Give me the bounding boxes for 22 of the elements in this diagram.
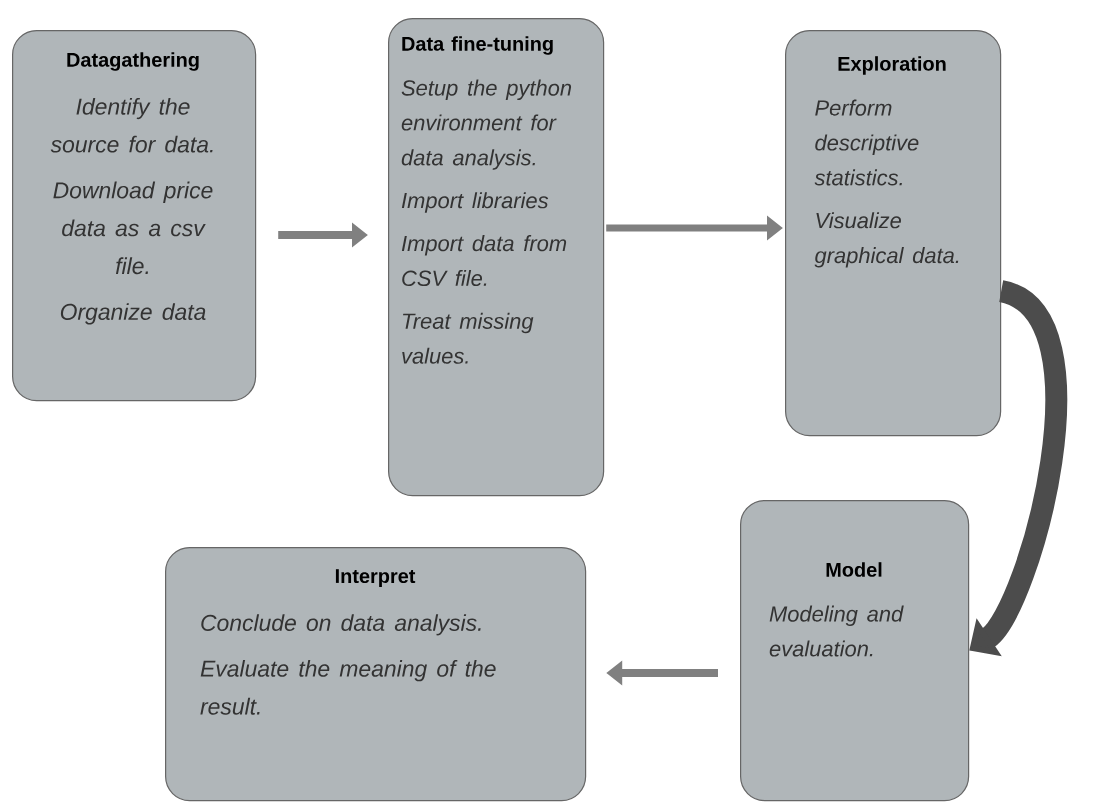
step-text: Import libraries — [401, 192, 549, 213]
step-text: Visualize graphical data. — [814, 212, 959, 268]
step-text: Evaluate the meaning of the result. — [200, 660, 496, 715]
step-text: Treat missing values. — [402, 312, 534, 364]
step-text: Identify the source for data. — [50, 97, 213, 153]
step-text: Perform descriptive statistics. — [814, 99, 919, 186]
step-text: Organize data — [60, 303, 206, 325]
box-heading: Data fine-tuning — [402, 36, 553, 55]
process-box — [12, 30, 257, 402]
box-heading: Model — [826, 562, 882, 577]
step-text: Conclude on data analysis. — [201, 614, 481, 636]
step-text: Import data from CSV file. — [401, 235, 567, 287]
process-box — [388, 18, 605, 497]
box-heading: Exploration — [838, 56, 946, 75]
process-box — [740, 500, 970, 802]
step-text: Modeling and evaluation. — [769, 605, 904, 657]
box-heading: Datagathering — [67, 52, 199, 71]
box-heading: Interpret — [335, 569, 416, 588]
step-text: Setup the python environment for data analysis. — [401, 79, 572, 170]
step-text: Download price data as a csv file. — [53, 181, 213, 275]
process-box — [165, 547, 587, 802]
process-box — [785, 30, 1002, 437]
